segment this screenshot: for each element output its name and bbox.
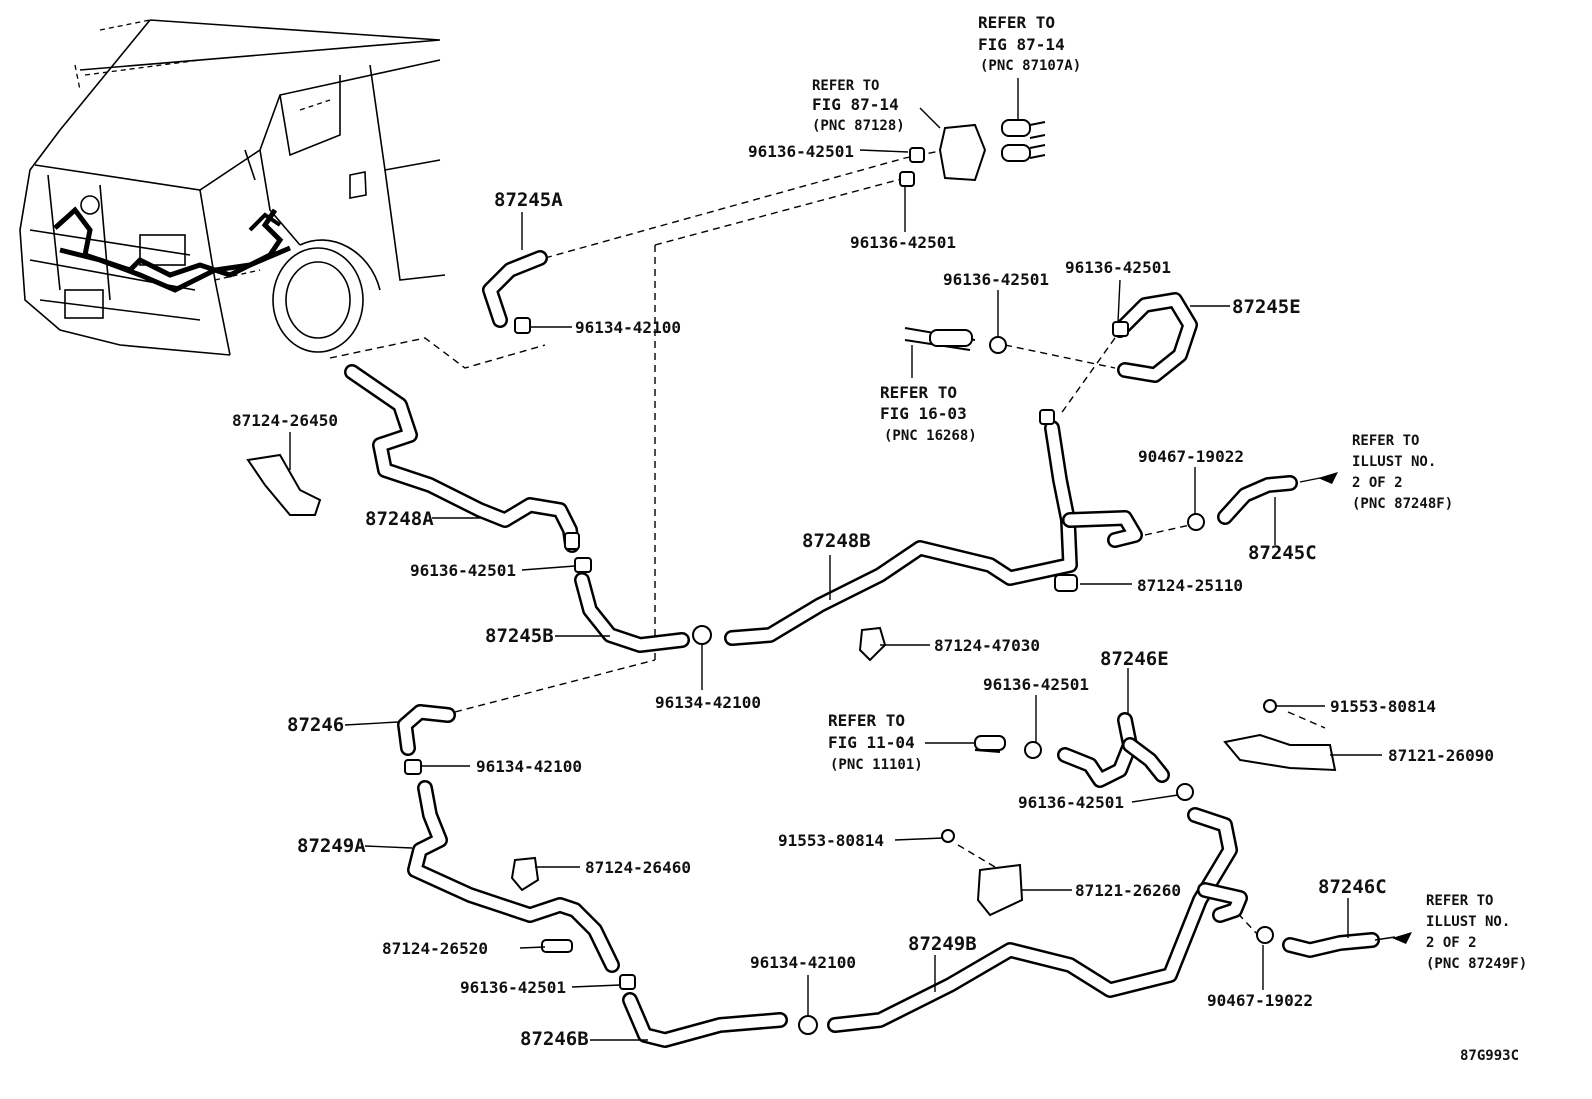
bolt-icon[interactable] <box>941 829 955 843</box>
clip-icon[interactable] <box>1112 321 1129 337</box>
part-label[interactable]: 87245C <box>1248 542 1317 564</box>
ref-label: REFER TO <box>880 383 957 402</box>
clips <box>246 119 1412 1035</box>
part-label[interactable]: 87246E <box>1100 648 1169 670</box>
arrow-icon <box>1318 472 1338 484</box>
clip-icon[interactable] <box>1024 741 1042 759</box>
part-label[interactable]: 87248B <box>802 530 871 552</box>
valve-icon[interactable] <box>938 123 987 182</box>
ref-label: 2 OF 2 <box>1426 935 1477 951</box>
clip-icon[interactable] <box>899 171 915 187</box>
clip-icon[interactable] <box>1039 409 1055 425</box>
part-label[interactable]: 96136-42501 <box>943 270 1049 289</box>
ref-label: FIG 16-03 <box>880 404 967 423</box>
clip-icon[interactable] <box>1256 926 1274 944</box>
part-label[interactable]: 96136-42501 <box>748 142 854 161</box>
bolt-icon[interactable] <box>1263 699 1277 713</box>
part-label[interactable]: 96136-42501 <box>410 561 516 580</box>
van-illustration <box>19 19 446 356</box>
clip-icon[interactable] <box>989 336 1007 354</box>
ref-label: 2 OF 2 <box>1352 475 1403 491</box>
part-label[interactable]: 87246 <box>287 714 344 736</box>
ref-label: REFER TO <box>828 711 905 730</box>
part-label[interactable]: 87121-26260 <box>1075 881 1181 900</box>
clip-icon[interactable] <box>798 1015 818 1035</box>
part-label[interactable]: 87124-26450 <box>232 411 338 430</box>
ref-label: ILLUST NO. <box>1426 914 1510 930</box>
part-label[interactable]: 87124-26460 <box>585 858 691 877</box>
part-label[interactable]: 87249A <box>297 835 366 857</box>
part-label[interactable]: 90467-19022 <box>1207 991 1313 1010</box>
ref-label: REFER TO <box>1426 893 1493 909</box>
part-label[interactable]: 96134-42100 <box>750 953 856 972</box>
ref-label: FIG 87-14 <box>812 95 899 114</box>
clip-icon[interactable] <box>404 759 422 775</box>
clip-icon[interactable] <box>541 939 573 953</box>
ref-label: (PNC 87249F) <box>1426 956 1527 972</box>
clip-icon[interactable] <box>858 626 887 662</box>
part-label[interactable]: 96134-42100 <box>655 693 761 712</box>
arrow-icon <box>1392 932 1412 944</box>
pipe-end-icon[interactable] <box>974 735 1006 751</box>
part-label[interactable]: 87248A <box>365 508 434 530</box>
ref-label: FIG 87-14 <box>978 35 1065 54</box>
ref-label: REFER TO <box>1352 433 1419 449</box>
part-label[interactable]: 96136-42501 <box>983 675 1089 694</box>
part-label[interactable]: 91553-80814 <box>1330 697 1436 716</box>
clip-icon[interactable] <box>1187 513 1205 531</box>
pipe-end-icon[interactable] <box>1001 119 1031 137</box>
ref-label: ILLUST NO. <box>1352 454 1436 470</box>
ref-label: FIG 11-04 <box>828 733 915 752</box>
clip-icon[interactable] <box>510 856 540 892</box>
clip-icon[interactable] <box>1054 574 1078 592</box>
clip-icon[interactable] <box>692 625 712 645</box>
part-label[interactable]: 87245E <box>1232 296 1301 318</box>
ref-label: (PNC 87248F) <box>1352 496 1453 512</box>
bracket-icon[interactable] <box>976 863 1024 917</box>
part-label[interactable]: 87124-47030 <box>934 636 1040 655</box>
part-label[interactable]: 96136-42501 <box>460 978 566 997</box>
part-label[interactable]: 96134-42100 <box>575 318 681 337</box>
clip-icon[interactable] <box>1176 783 1194 801</box>
part-label[interactable]: 87246C <box>1318 876 1387 898</box>
diagram-code: 87G993C <box>1460 1048 1519 1064</box>
ref-label: REFER TO <box>812 78 879 94</box>
bracket-icon[interactable] <box>246 453 322 516</box>
clip-icon[interactable] <box>574 557 592 573</box>
part-label[interactable]: 90467-19022 <box>1138 447 1244 466</box>
pipe-end-icon[interactable] <box>929 329 973 347</box>
part-label[interactable]: 87245B <box>485 625 554 647</box>
part-label[interactable]: 87124-26520 <box>382 939 488 958</box>
clip-icon[interactable] <box>514 317 531 334</box>
clip-icon[interactable] <box>564 532 580 550</box>
ref-label: REFER TO <box>978 13 1055 32</box>
clip-icon[interactable] <box>619 974 636 990</box>
part-label[interactable]: 87249B <box>908 933 977 955</box>
clip-icon[interactable] <box>909 147 925 163</box>
part-label[interactable]: 87246B <box>520 1028 589 1050</box>
ref-label: (PNC 11101) <box>830 757 923 773</box>
part-label[interactable]: 96134-42100 <box>476 757 582 776</box>
ref-label: (PNC 87128) <box>812 118 905 134</box>
part-label[interactable]: 96136-42501 <box>1018 793 1124 812</box>
part-label[interactable]: 87121-26090 <box>1388 746 1494 765</box>
ref-label: (PNC 16268) <box>884 428 977 444</box>
part-label[interactable]: 87124-25110 <box>1137 576 1243 595</box>
labels: REFER TO FIG 87-14 (PNC 87107A) REFER TO… <box>232 13 1527 1064</box>
part-label[interactable]: 96136-42501 <box>1065 258 1171 277</box>
ref-label: (PNC 87107A) <box>980 58 1081 74</box>
pipe-end-icon[interactable] <box>1001 144 1031 162</box>
part-label[interactable]: 87245A <box>494 189 563 211</box>
leader-lines <box>289 78 1382 1041</box>
part-label[interactable]: 91553-80814 <box>778 831 884 850</box>
hoses <box>344 121 1380 1048</box>
part-label[interactable]: 96136-42501 <box>850 233 956 252</box>
bracket-icon[interactable] <box>1223 733 1337 772</box>
